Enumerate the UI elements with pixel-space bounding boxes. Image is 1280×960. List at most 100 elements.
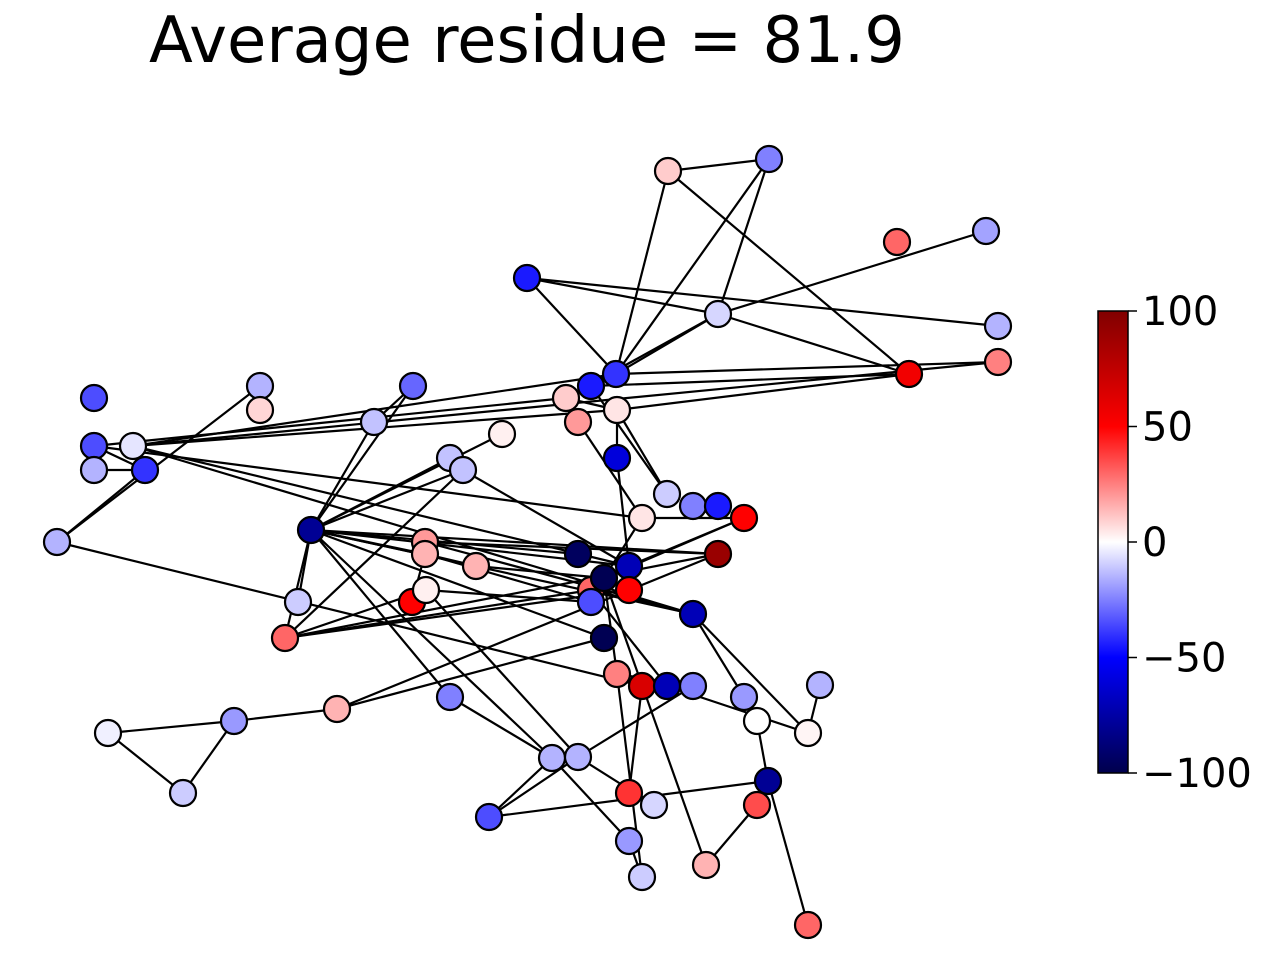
- graph-edge: [56, 385, 261, 543]
- graph-node: [79, 431, 109, 461]
- graph-node: [983, 311, 1013, 341]
- graph-node: [678, 491, 708, 521]
- graph-edge: [667, 170, 910, 375]
- graph-edge: [616, 409, 668, 495]
- graph-node: [691, 850, 721, 880]
- edges-layer: [56, 157, 999, 926]
- graph-node: [359, 407, 389, 437]
- graph-edge: [56, 540, 643, 688]
- graph-node: [703, 491, 733, 521]
- graph-edge: [462, 469, 630, 567]
- graph-edge: [526, 276, 999, 328]
- graph-node: [652, 479, 682, 509]
- graph-node: [435, 682, 465, 712]
- graph-edge: [616, 372, 910, 412]
- graph-edge: [614, 170, 670, 375]
- graph-node: [793, 718, 823, 748]
- graph-edge: [107, 719, 235, 735]
- graph-edge: [283, 529, 313, 639]
- graph-edge: [310, 468, 464, 532]
- graph-node: [589, 623, 619, 653]
- colorbar-tick-label: 0: [1142, 520, 1167, 566]
- graph-node: [627, 671, 657, 701]
- chart-title: Average residue = 81.9: [149, 4, 905, 78]
- graph-node: [168, 778, 198, 808]
- graph-node: [551, 383, 581, 413]
- graph-node: [652, 671, 682, 701]
- graph-edge: [526, 276, 719, 316]
- graph-edge: [716, 158, 771, 315]
- colorbar-tick-label: 100: [1142, 289, 1218, 335]
- graph-node: [283, 587, 313, 617]
- graph-edge: [132, 444, 630, 568]
- graph-node: [589, 563, 619, 593]
- graph-node: [42, 527, 72, 557]
- graph-node: [753, 766, 783, 796]
- graph-node: [118, 431, 148, 461]
- graph-node: [602, 659, 632, 689]
- colorbar-tick-label: −100: [1142, 751, 1252, 797]
- graph-node: [614, 575, 644, 605]
- graph-node: [614, 826, 644, 856]
- graph-node: [79, 383, 109, 413]
- graph-edge: [336, 636, 605, 711]
- graph-node: [576, 587, 606, 617]
- graph-node: [93, 718, 123, 748]
- graph-edge: [602, 577, 708, 866]
- graph-node: [512, 263, 542, 293]
- graph-edge: [449, 696, 553, 759]
- graph-edge: [425, 588, 592, 604]
- graph-node: [448, 455, 478, 485]
- graph-node: [703, 299, 733, 329]
- graph-node: [793, 910, 823, 940]
- graph-node: [130, 455, 160, 485]
- graph-node: [296, 515, 326, 545]
- graph-edge: [551, 757, 630, 842]
- graph-node: [614, 551, 644, 581]
- colorbar-tick-label: 50: [1142, 405, 1193, 451]
- graph-edge: [526, 277, 617, 375]
- graph-edge: [667, 157, 770, 173]
- graph-node: [270, 623, 300, 653]
- graph-node: [639, 790, 669, 820]
- graph-edge: [284, 469, 464, 639]
- graph-node: [742, 706, 772, 736]
- graph-node: [678, 671, 708, 701]
- graph-node: [614, 778, 644, 808]
- graph-edge: [284, 552, 719, 640]
- graph-edge: [310, 421, 375, 531]
- graph-node: [245, 371, 275, 401]
- graph-node: [729, 682, 759, 712]
- graph-edge: [692, 613, 809, 734]
- graph-node: [576, 371, 606, 401]
- graph-node: [602, 443, 632, 473]
- graph-edge: [310, 529, 451, 698]
- graph-node: [537, 743, 567, 773]
- graph-edge: [615, 158, 770, 375]
- graph-edge: [233, 707, 338, 723]
- graph-node: [487, 419, 517, 449]
- graph-node: [894, 359, 924, 389]
- graph-edge: [692, 613, 745, 698]
- graph-edge: [717, 229, 987, 316]
- graph-edge: [627, 685, 644, 794]
- graph-node: [563, 539, 593, 569]
- graph-node: [703, 539, 733, 569]
- graph-node: [882, 227, 912, 257]
- graph-node: [461, 551, 491, 581]
- graph-edge: [107, 732, 184, 794]
- graph-edge: [310, 385, 414, 531]
- graph-edge: [717, 312, 910, 376]
- graph-node: [627, 862, 657, 892]
- graph-node: [219, 706, 249, 736]
- graph-node: [411, 575, 441, 605]
- colorbar-tick-label: −50: [1142, 636, 1226, 682]
- graph-edge: [336, 552, 719, 711]
- graph-node: [754, 144, 784, 174]
- graph-node: [398, 371, 428, 401]
- nodes-layer: [42, 144, 1013, 940]
- graph-node: [410, 539, 440, 569]
- graph-node: [245, 395, 275, 425]
- graph-node: [627, 503, 657, 533]
